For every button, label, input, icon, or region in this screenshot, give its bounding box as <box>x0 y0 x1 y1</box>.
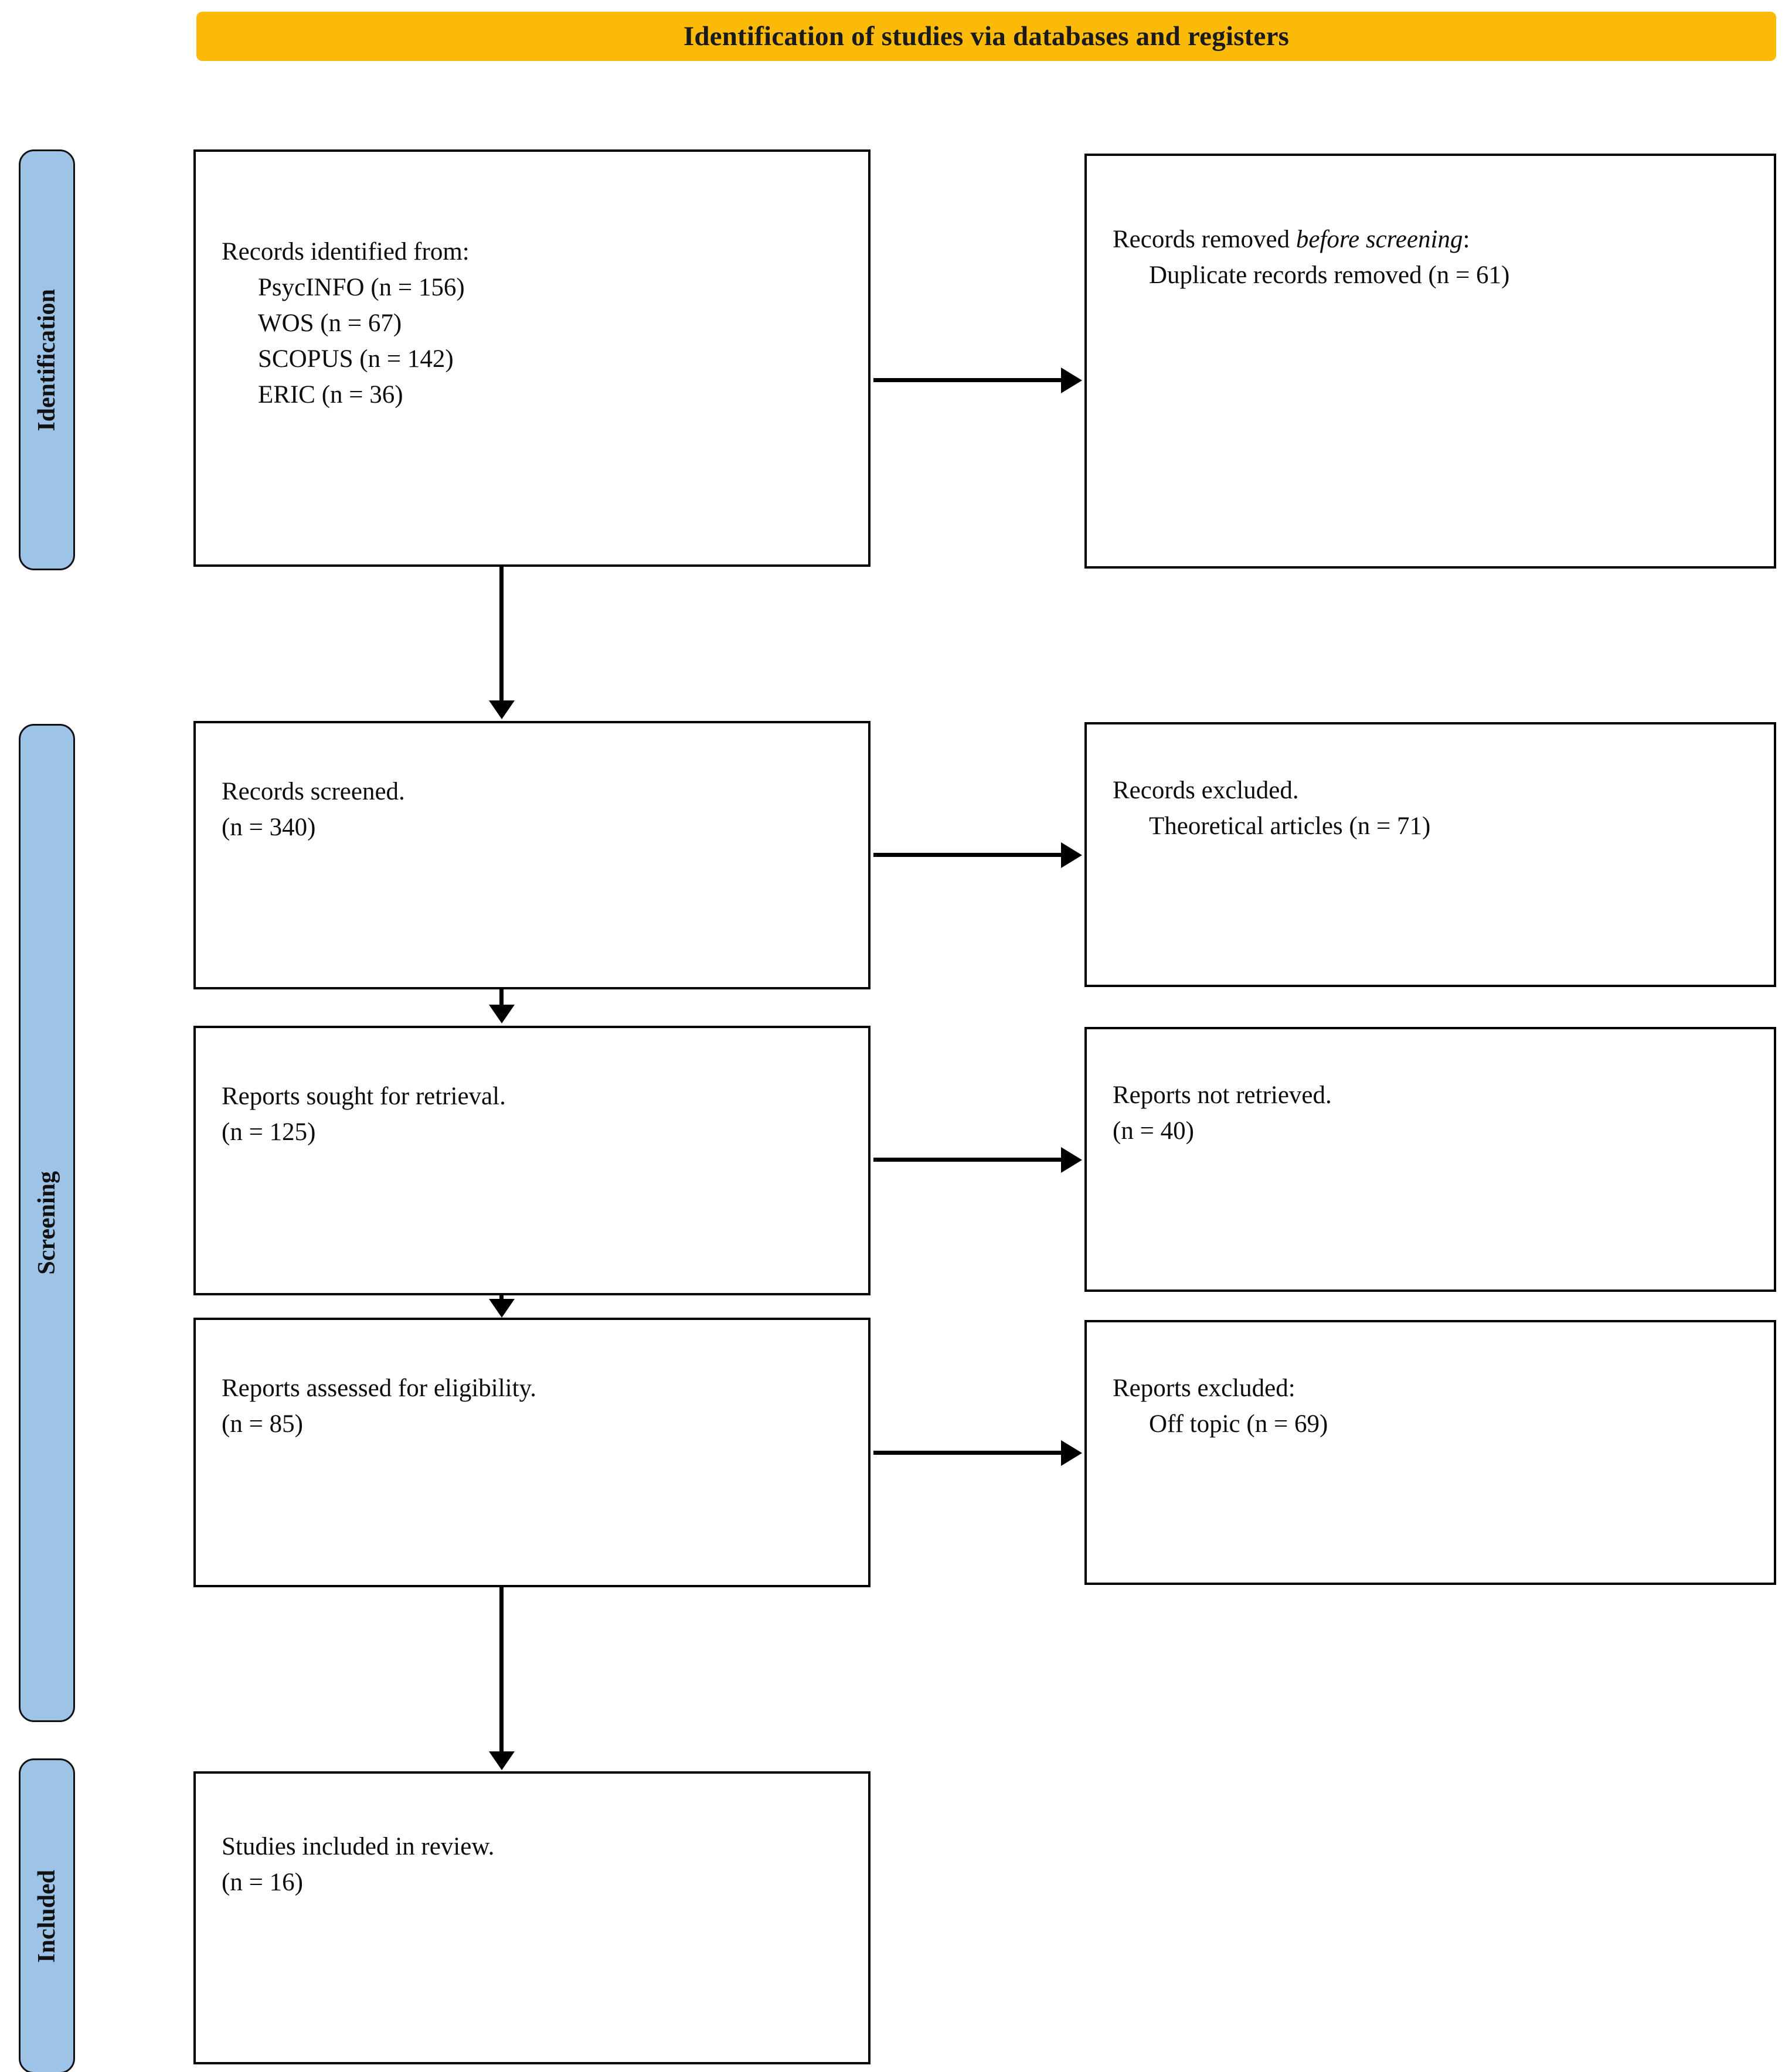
box-records-screened: Records screened. (n = 340) <box>193 721 871 989</box>
stage-label-identification: Identification <box>19 149 75 570</box>
reports-assessed-heading: Reports assessed for eligibility. <box>222 1374 537 1402</box>
box-records-excluded: Records excluded. Theoretical articles (… <box>1084 722 1776 987</box>
arrow-down-screened-to-sought <box>499 989 504 1006</box>
records-screened-count: (n = 340) <box>222 814 316 842</box>
reports-excluded-detail: Off topic (n = 69) <box>1149 1410 1328 1438</box>
diagram-header-banner: Identification of studies via databases … <box>196 12 1776 61</box>
diagram-title: Identification of studies via databases … <box>683 21 1290 52</box>
box-studies-included: Studies included in review. (n = 16) <box>193 1771 871 2064</box>
records-removed-heading: Records removed before screening: <box>1113 222 1760 257</box>
box-reports-sought: Reports sought for retrieval. (n = 125) <box>193 1026 871 1295</box>
arrow-right-assessed-to-excluded <box>873 1451 1062 1455</box>
reports-sought-heading: Reports sought for retrieval. <box>222 1083 506 1110</box>
arrow-right-identified-to-removed <box>873 378 1062 382</box>
records-identified-source-psycinfo: PsycINFO (n = 156) <box>258 274 465 302</box>
box-records-removed: Records removed before screening: Duplic… <box>1084 154 1776 569</box>
arrow-down-identified-to-screened <box>499 567 504 702</box>
stage-label-included-text: Included <box>33 1869 60 1963</box>
records-excluded-heading: Records excluded. <box>1113 777 1299 804</box>
records-identified-source-eric: ERIC (n = 36) <box>258 381 403 409</box>
records-removed-heading-plain: Records removed <box>1113 226 1296 253</box>
studies-included-count: (n = 16) <box>222 1869 303 1897</box>
reports-excluded-heading: Reports excluded: <box>1113 1374 1295 1402</box>
records-identified-source-wos: WOS (n = 67) <box>258 309 402 338</box>
records-identified-source-scopus: SCOPUS (n = 142) <box>258 345 454 373</box>
records-excluded-detail: Theoretical articles (n = 71) <box>1149 812 1431 841</box>
arrow-right-sought-to-not-retrieved <box>873 1158 1062 1162</box>
box-records-identified: Records identified from: PsycINFO (n = 1… <box>193 149 871 567</box>
arrow-down-sought-to-assessed <box>499 1295 504 1300</box>
records-removed-detail: Duplicate records removed (n = 61) <box>1149 261 1510 290</box>
box-reports-assessed: Reports assessed for eligibility. (n = 8… <box>193 1318 871 1587</box>
stage-label-identification-text: Identification <box>33 288 60 431</box>
stage-label-included: Included <box>19 1758 75 2072</box>
box-reports-not-retrieved: Reports not retrieved. (n = 40) <box>1084 1027 1776 1292</box>
reports-sought-count: (n = 125) <box>222 1118 316 1146</box>
stage-label-screening: Screening <box>19 724 75 1722</box>
records-removed-heading-italic: before screening <box>1295 226 1463 253</box>
records-identified-heading: Records identified from: <box>222 238 470 266</box>
records-screened-heading: Records screened. <box>222 778 405 805</box>
box-reports-excluded: Reports excluded: Off topic (n = 69) <box>1084 1320 1776 1585</box>
reports-not-retrieved-count: (n = 40) <box>1113 1117 1194 1145</box>
studies-included-heading: Studies included in review. <box>222 1833 495 1860</box>
reports-assessed-count: (n = 85) <box>222 1410 303 1438</box>
reports-not-retrieved-heading: Reports not retrieved. <box>1113 1081 1332 1109</box>
arrow-right-screened-to-excluded <box>873 853 1062 857</box>
stage-label-screening-text: Screening <box>33 1171 60 1275</box>
arrow-down-assessed-to-included <box>499 1587 504 1753</box>
records-removed-heading-tail: : <box>1463 226 1470 253</box>
